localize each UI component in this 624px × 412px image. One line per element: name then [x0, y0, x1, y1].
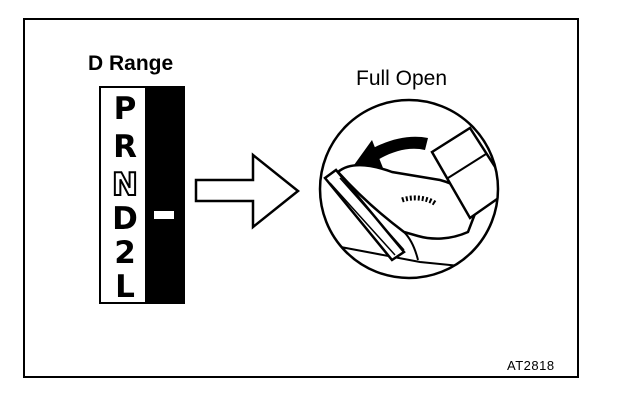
d-range-label: D Range [88, 52, 174, 75]
selected-gear-marker [154, 211, 174, 219]
gear-r: R [113, 129, 137, 165]
figure-code: AT2818 [507, 358, 555, 373]
shift-indicator-strip [145, 88, 185, 302]
gear-p: P [113, 91, 137, 127]
gear-2: 2 [114, 235, 136, 271]
gear-n: N [111, 167, 139, 203]
full-open-label: Full Open [356, 67, 448, 90]
gear-d: D [112, 201, 138, 237]
accelerator-pedal-icon [318, 98, 500, 280]
right-arrow-icon [194, 152, 301, 230]
curved-arrow-icon [354, 136, 428, 168]
shift-indicator-panel: P R N D 2 L [99, 86, 185, 304]
gear-l: L [115, 269, 135, 305]
diagram-frame [23, 18, 579, 378]
